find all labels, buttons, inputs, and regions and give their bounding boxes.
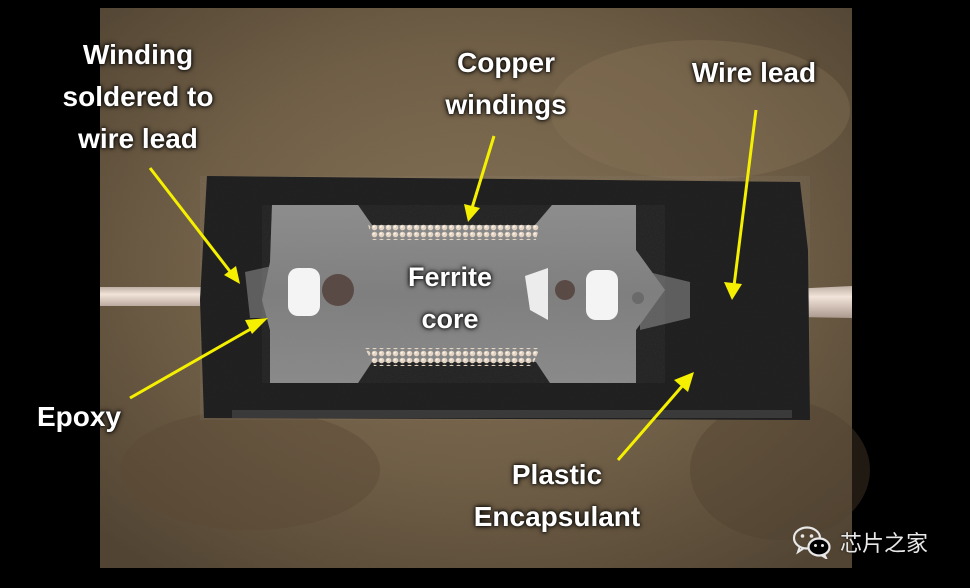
watermark-text: 芯片之家 <box>840 532 929 557</box>
label-plastic-encapsulant: Plastic Encapsulant <box>462 454 652 538</box>
label-winding-soldered: Winding soldered to wire lead <box>28 34 248 160</box>
label-copper-windings: Copper windings <box>418 42 594 126</box>
ferrite-core <box>262 205 665 383</box>
label-winding-soldered-line3: wire lead <box>78 123 198 154</box>
label-ferrite-core: Ferrite core <box>383 256 517 340</box>
label-plastic-encapsulant-line1: Plastic <box>511 459 603 490</box>
label-wire-lead-text: Wire lead <box>691 57 817 88</box>
label-winding-soldered-line1: Winding <box>82 39 194 70</box>
label-epoxy: Epoxy <box>24 396 134 438</box>
label-ferrite-core-line2: core <box>421 304 479 334</box>
annotation-arrows <box>129 109 758 461</box>
watermark: 芯片之家 <box>792 525 928 559</box>
wechat-icon <box>792 526 831 559</box>
label-winding-soldered-line2: soldered to <box>62 81 214 112</box>
copper-windings-bottom <box>365 348 540 366</box>
label-wire-lead: Wire lead <box>672 52 836 94</box>
label-copper-windings-line2: windings <box>445 89 567 120</box>
label-ferrite-core-line1: Ferrite <box>407 262 493 292</box>
label-copper-windings-line1: Copper <box>457 47 555 78</box>
label-epoxy-text: Epoxy <box>36 401 122 432</box>
copper-windings-top <box>368 224 540 240</box>
label-plastic-encapsulant-line2: Encapsulant <box>473 501 641 532</box>
